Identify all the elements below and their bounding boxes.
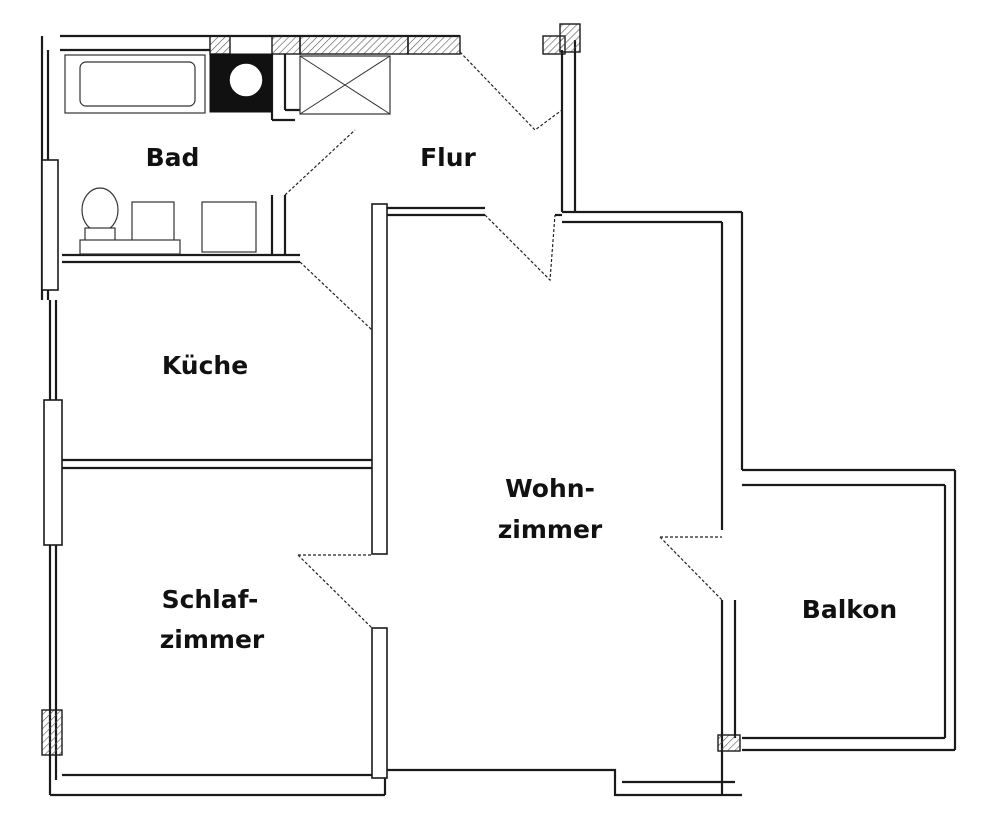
wall-sections [41, 23, 741, 756]
shower-icon [299, 55, 391, 115]
bathtub-icon [64, 54, 206, 114]
chimney-icon [209, 53, 273, 113]
room-label-kueche: Küche [161, 351, 249, 380]
toilet-icon [81, 187, 119, 243]
room-label-schlafzimmer-line1: Schlaf- [161, 585, 259, 614]
outer-walls [40, 34, 957, 797]
room-label-bad: Bad [145, 143, 200, 172]
room-label-wohnzimmer-line2: zimmer [497, 515, 603, 544]
sink-icon [79, 201, 257, 255]
room-label-balkon: Balkon [801, 595, 898, 624]
room-label-wohnzimmer-line1: Wohn- [505, 474, 595, 503]
room-label-schlafzimmer-line2: zimmer [159, 625, 265, 654]
doors [284, 51, 723, 629]
room-label-flur: Flur [420, 143, 476, 172]
